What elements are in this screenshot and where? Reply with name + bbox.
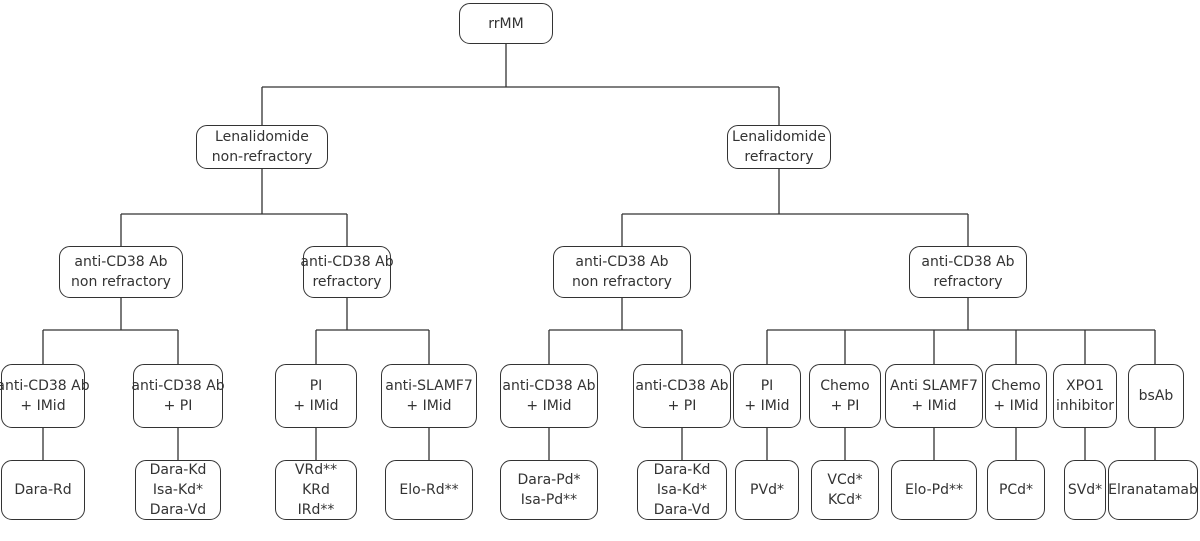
node-text: VRd** [294,462,338,478]
node-regimen-pcd: PCd* [987,460,1045,520]
node-root-rrmm: rrMM [459,3,553,44]
node-text: refractory [312,274,382,290]
node-text: PVd* [750,482,784,498]
node-text: KRd [302,482,330,498]
node-text: Elranatamab [1108,482,1198,498]
node-text: + IMid [911,398,957,414]
node-text: Lenalidomide [732,129,826,145]
node-xpo1-inhibitor: XPO1 inhibitor [1053,364,1117,428]
node-pi-imid-2: PI + IMid [733,364,801,428]
node-text: non-refractory [211,149,313,165]
node-text: + IMid [744,398,790,414]
node-text: non refractory [71,274,171,290]
node-text: Chemo [820,378,870,394]
node-text: Lenalidomide [215,129,309,145]
node-anti-cd38-imid-1: anti-CD38 Ab + IMid [0,364,90,428]
node-text: Isa-Kd* [656,482,708,498]
node-anti-cd38-imid-2: anti-CD38 Ab + IMid [500,364,598,428]
node-text: Dara-Pd* [517,472,581,488]
node-anti-cd38-non-refractory-right: anti-CD38 Ab non refractory [553,246,691,298]
node-text: anti-CD38 Ab [74,254,168,270]
node-text: anti-CD38 Ab [300,254,394,270]
node-bsab: bsAb [1128,364,1184,428]
node-text: Anti SLAMF7 [890,378,978,394]
node-text: PCd* [998,482,1034,498]
node-text: + PI [830,398,860,414]
node-anti-cd38-refractory-left: anti-CD38 Ab refractory [300,246,394,298]
node-text: anti-CD38 Ab [0,378,90,394]
node-regimen-svd: SVd* [1064,460,1106,520]
node-text: + IMid [406,398,452,414]
node-text: Dara-Kd [653,462,711,478]
node-anti-slamf7-imid-2: Anti SLAMF7 + IMid [885,364,983,428]
node-text: bsAb [1138,388,1174,404]
node-regimen-vcd-kcd: VCd* KCd* [811,460,879,520]
node-regimen-elo-pd: Elo-Pd** [891,460,977,520]
node-text: non refractory [572,274,672,290]
node-anti-cd38-refractory-right: anti-CD38 Ab refractory [909,246,1027,298]
node-text: Dara-Kd [149,462,207,478]
node-text: Chemo [991,378,1041,394]
node-text: + IMid [20,398,66,414]
node-anti-cd38-non-refractory-left: anti-CD38 Ab non refractory [59,246,183,298]
node-text: anti-CD38 Ab [921,254,1015,270]
node-regimen-elo-rd: Elo-Rd** [385,460,473,520]
node-text: inhibitor [1055,398,1115,414]
node-text: refractory [744,149,814,165]
node-regimen-dara-pd-isa-pd: Dara-Pd* Isa-Pd** [500,460,598,520]
node-anti-cd38-pi-1: anti-CD38 Ab + PI [131,364,225,428]
node-text: Dara-Rd [14,482,72,498]
node-regimen-elranatamab: Elranatamab [1108,460,1198,520]
node-text: PI [309,378,323,394]
node-text: + IMid [526,398,572,414]
node-regimen-pvd: PVd* [735,460,799,520]
node-text: Elo-Pd** [905,482,963,498]
node-regimen-vrd-krd-ird: VRd** KRd IRd** [275,460,357,520]
node-text: refractory [933,274,1003,290]
node-text: XPO1 [1066,378,1104,394]
node-pi-imid-1: PI + IMid [275,364,357,428]
node-text: PI [760,378,774,394]
node-text: Dara-Vd [149,502,207,518]
node-text: anti-CD38 Ab [635,378,729,394]
node-text: Isa-Kd* [152,482,204,498]
node-text: anti-CD38 Ab [502,378,596,394]
node-text: IRd** [297,502,335,518]
node-chemo-pi: Chemo + PI [809,364,881,428]
node-text: anti-CD38 Ab [575,254,669,270]
node-anti-slamf7-imid: anti-SLAMF7 + IMid [381,364,477,428]
node-regimen-dara-kd-isa-kd-dara-vd-1: Dara-Kd Isa-Kd* Dara-Vd [135,460,221,520]
node-text: Isa-Pd** [520,492,578,508]
node-text: rrMM [488,15,524,32]
node-text: KCd* [827,492,863,508]
node-regimen-dara-kd-isa-kd-dara-vd-2: Dara-Kd Isa-Kd* Dara-Vd [637,460,727,520]
node-text: SVd* [1067,482,1103,498]
node-text: Dara-Vd [653,502,711,518]
node-text: Elo-Rd** [399,482,459,498]
node-lenalidomide-refractory: Lenalidomide refractory [727,125,831,169]
node-lenalidomide-non-refractory: Lenalidomide non-refractory [196,125,328,169]
node-text: + IMid [993,398,1039,414]
node-regimen-dara-rd: Dara-Rd [1,460,85,520]
node-text: anti-CD38 Ab [131,378,225,394]
node-text: VCd* [827,472,863,488]
node-text: anti-SLAMF7 [385,378,473,394]
node-anti-cd38-pi-2: anti-CD38 Ab + PI [633,364,731,428]
node-text: + IMid [293,398,339,414]
node-text: + PI [163,398,193,414]
node-text: + PI [667,398,697,414]
node-chemo-imid: Chemo + IMid [985,364,1047,428]
